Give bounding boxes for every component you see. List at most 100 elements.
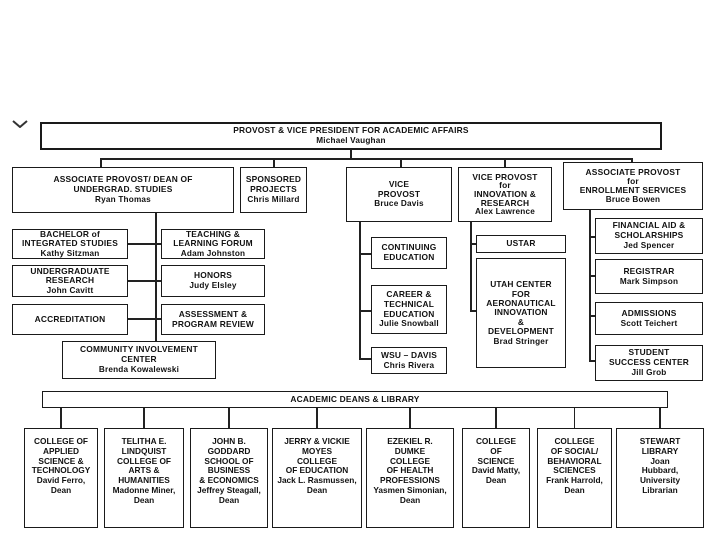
dean-box-line: Madonne Miner, xyxy=(112,484,176,495)
dean-box-line: SCIENCE & xyxy=(38,455,84,466)
dean-box-line: Dean xyxy=(50,484,72,495)
vice-provost-innovation-title: INNOVATION & xyxy=(473,189,537,200)
assessment-box: ASSESSMENT & PROGRAM REVIEW xyxy=(161,304,265,335)
connector xyxy=(470,222,472,312)
dean-box-line: COLLEGE xyxy=(554,436,595,446)
connector xyxy=(100,158,632,160)
assoc-provost-enrollment-box: ASSOCIATE PROVOST for ENROLLMENT SERVICE… xyxy=(563,162,703,210)
cic-name: Brenda Kowalewski xyxy=(98,364,180,374)
provost-box: PROVOST & VICE PRESIDENT FOR ACADEMIC AF… xyxy=(40,122,662,150)
assoc-provost-dean-title: UNDERGRAD. STUDIES xyxy=(73,184,173,195)
cte-title: TECHNICAL xyxy=(383,298,435,309)
ce-title: CONTINUING xyxy=(381,242,437,253)
admissions-name: Scott Teichert xyxy=(620,318,678,328)
honors-box: HONORS Judy Elsley xyxy=(161,265,265,297)
sponsored-name: Chris Millard xyxy=(247,194,300,204)
connector xyxy=(573,408,576,428)
ugr-title: UNDERGRADUATE xyxy=(30,265,110,276)
connector xyxy=(128,243,161,245)
dean-box-line: OF EDUCATION xyxy=(285,465,349,476)
dean-box-line: COLLEGE xyxy=(296,455,338,466)
assessment-title: ASSESSMENT & xyxy=(178,308,248,319)
utah-aeronautical-box: UTAH CENTER FOR AERONAUTICAL INNOVATION … xyxy=(476,258,566,368)
admissions-title: ADMISSIONS xyxy=(621,307,677,318)
connector xyxy=(504,158,506,167)
dean-box-line: Dean xyxy=(485,475,507,486)
connector xyxy=(359,253,371,255)
ucaid-title: DEVELOPMENT xyxy=(488,326,554,337)
sponsored-title: SPONSORED xyxy=(245,174,302,185)
connector xyxy=(589,275,595,277)
provost-title: PROVOST & VICE PRESIDENT FOR ACADEMIC AF… xyxy=(233,125,469,136)
dean-box-line: COLLEGE xyxy=(389,455,431,466)
dean-box-line: Librarian xyxy=(642,484,678,495)
career-technical-box: CAREER & TECHNICAL EDUCATION Julie Snowb… xyxy=(371,285,447,334)
dean-box-line: HUMANITIES xyxy=(118,475,170,486)
dean-box-line: David Ferro, xyxy=(36,475,86,486)
ssc-name: Jill Grob xyxy=(631,367,667,377)
dean-box-line: David Matty, xyxy=(471,465,521,476)
ce-title: EDUCATION xyxy=(383,252,435,262)
dean-box-line: Dean xyxy=(133,494,155,505)
connector xyxy=(589,360,595,362)
dean-box-line: LINDQUIST xyxy=(121,445,167,456)
assoc-provost-enrollment-title: ENROLLMENT SERVICES xyxy=(579,185,687,196)
assoc-provost-enrollment-name: Bruce Bowen xyxy=(605,195,661,205)
dean-box-line: ARTS & xyxy=(128,465,160,476)
assoc-provost-dean-box: ASSOCIATE PROVOST/ DEAN of UNDERGRAD. ST… xyxy=(12,167,234,213)
finaid-name: Jed Spencer xyxy=(623,240,675,250)
ucaid-name: Brad Stringer xyxy=(493,336,549,346)
dean-box-line: OF xyxy=(490,445,502,456)
connector xyxy=(470,243,476,245)
ucaid-title: AERONAUTICAL xyxy=(486,298,556,308)
dean-box-line: OF SOCIAL/ xyxy=(550,445,599,456)
ucaid-title: & xyxy=(517,316,525,327)
cic-title: COMMUNITY INVOLVEMENT xyxy=(80,344,198,355)
ssc-title: SUCCESS CENTER xyxy=(608,357,690,368)
ugr-box: UNDERGRADUATE RESEARCH John Cavitt xyxy=(12,265,128,297)
dean-box-line: EZEKIEL R. xyxy=(387,436,433,446)
dean-box-line: BUSINESS xyxy=(207,465,251,476)
connector xyxy=(359,358,371,360)
ustar-title: USTAR xyxy=(506,238,536,249)
vice-provost-box: VICE PROVOST Bruce Davis xyxy=(346,167,452,222)
dean-box-line: Dean xyxy=(564,484,585,495)
dean-box-line: Jeffrey Steagall, xyxy=(197,484,261,495)
dean-box-line: OF HEALTH xyxy=(386,465,434,476)
bis-box: BACHELOR of INTEGRATED STUDIES Kathy Sit… xyxy=(12,229,128,259)
dean-box-line: Dean xyxy=(218,494,240,505)
davis-name: Chris Rivera xyxy=(383,360,435,370)
ustar-box: USTAR xyxy=(476,235,566,253)
connector xyxy=(128,280,161,282)
connector xyxy=(359,310,371,312)
connector xyxy=(100,158,102,167)
dean-box-line: Jack L. Rasmussen, xyxy=(277,475,357,486)
dean-box-line: COLLEGE OF xyxy=(34,436,88,446)
bis-title: INTEGRATED STUDIES xyxy=(21,238,119,249)
tlf-title: LEARNING FORUM xyxy=(173,238,253,249)
dean-box-line: JERRY & VICKIE xyxy=(284,436,350,446)
connector xyxy=(659,408,661,428)
assoc-provost-dean-title: ASSOCIATE PROVOST/ DEAN of xyxy=(53,174,193,185)
community-involvement-box: COMMUNITY INVOLVEMENT CENTER Brenda Kowa… xyxy=(62,341,216,379)
vice-provost-innovation-name: Alex Lawrence xyxy=(475,206,535,216)
vice-provost-title: VICE xyxy=(388,178,410,189)
provost-name: Michael Vaughan xyxy=(316,136,386,146)
dean-box-line: TECHNOLOGY xyxy=(31,465,91,476)
vice-provost-innovation-title: RESEARCH xyxy=(480,198,530,208)
registrar-title: REGISTRAR xyxy=(623,265,675,276)
dean-box-line: STEWART xyxy=(639,436,681,446)
dean-box-line: Joan xyxy=(650,455,670,466)
continuing-education-box: CONTINUING EDUCATION xyxy=(371,237,447,269)
dean-box-line: PROFESSIONS xyxy=(380,475,440,486)
cte-name: Julie Snowball xyxy=(379,319,439,329)
dean-box-line: COLLEGE OF xyxy=(117,455,171,466)
academic-deans-bar: ACADEMIC DEANS & LIBRARY xyxy=(42,391,668,408)
connector xyxy=(359,222,361,358)
dean-box-line: University xyxy=(639,475,681,486)
assoc-provost-enrollment-title: for xyxy=(627,175,639,186)
dean-box-line: Dean xyxy=(399,494,421,505)
